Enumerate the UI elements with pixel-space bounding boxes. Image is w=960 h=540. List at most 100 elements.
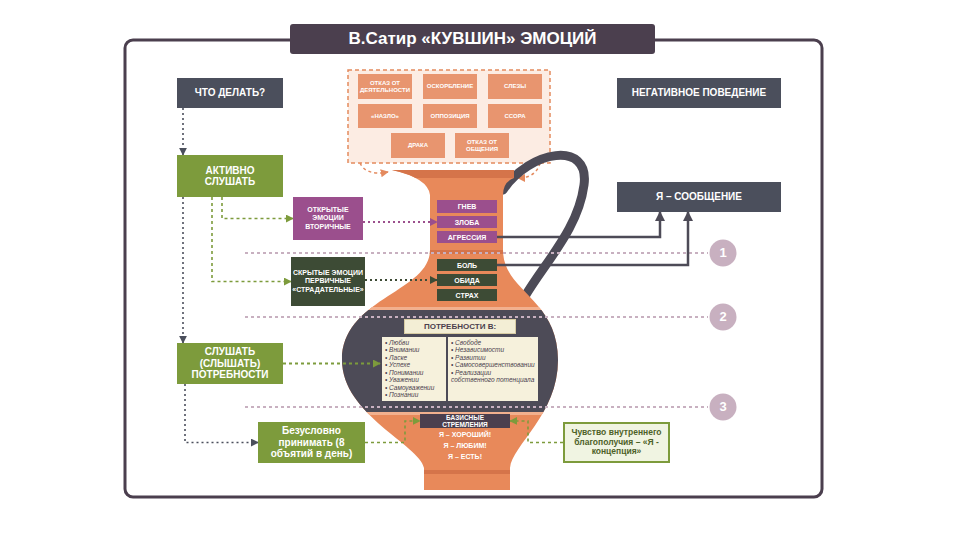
node-text: • Реализации собственного потенциала <box>451 369 535 384</box>
connector-arrow <box>222 197 293 219</box>
node-text: • Независимости <box>451 346 504 353</box>
needs-list: • Любви• Внимании• Ласке• Успехе• Понима… <box>382 337 446 401</box>
behaviour-box: ОТКАЗ ОТ ДЕЯТЕЛЬНОСТИ <box>358 74 412 99</box>
connector-arrow <box>283 363 380 365</box>
callout-number: 1 <box>709 239 737 267</box>
callout-circle <box>710 394 737 421</box>
emotion-tag: ГНЕВ <box>437 200 497 213</box>
jug-label: Я – ЕСТЬ! <box>420 453 510 461</box>
callout-circle <box>710 240 737 267</box>
action-box: Безусловно принимать (8 объятий в день) <box>258 422 365 463</box>
emotion-tag: БОЛЬ <box>437 259 497 271</box>
node-text: ЧТО ДЕЛАТЬ? <box>195 87 265 99</box>
node-text: АКТИВНО СЛУШАТЬ <box>180 165 280 188</box>
result-box: Чувство внутреннего благополучия – «Я - … <box>563 422 670 463</box>
connector-arrow <box>182 108 184 155</box>
node-text: • Самоуважении <box>385 384 434 391</box>
callout-number: 2 <box>709 303 737 331</box>
node-text: ОБИДА <box>454 277 480 284</box>
node-text: • Познании <box>385 391 418 398</box>
node-text: 2 <box>719 310 726 325</box>
connector-arrow <box>363 221 437 223</box>
node-text: СЛЕЗЫ <box>504 83 526 90</box>
connector-arrow <box>497 212 660 237</box>
jug-stripe <box>340 307 560 310</box>
behaviour-box: ОСКОРБЛЕНИЕ <box>423 74 477 99</box>
action-box: СЛУШАТЬ (СЛЫШАТЬ) ПОТРЕБНОСТИ <box>177 343 283 384</box>
node-text: Чувство внутреннего благополучия – «Я - … <box>568 428 665 457</box>
behaviour-box: ОППОЗИЦИЯ <box>423 104 477 128</box>
node-text: БОЛЬ <box>457 262 477 269</box>
jug-label: Я – ХОРОШИЙ! <box>420 431 510 439</box>
node-text: «НАЗЛО» <box>371 113 399 120</box>
node-text: ОТКАЗ ОТ ДЕЯТЕЛЬНОСТИ <box>360 80 410 93</box>
node-text: • Внимании <box>385 346 420 353</box>
connector-arrow <box>497 212 688 265</box>
emotion-tag: ЗЛОБА <box>437 216 497 228</box>
node-text: Я – СООБЩЕНИЕ <box>656 191 742 203</box>
node-text: • Любви <box>385 339 409 346</box>
behaviour-box: ДРАКА <box>391 133 445 158</box>
connector-arrow <box>182 197 184 343</box>
jug-handle <box>503 155 584 298</box>
jug-stripe <box>340 470 560 474</box>
node-text: • Самосовершенствовании <box>451 361 535 368</box>
node-text: 1 <box>719 246 726 261</box>
node-text: НЕГАТИВНОЕ ПОВЕДЕНИЕ <box>632 87 766 99</box>
heading-box: НЕГАТИВНОЕ ПОВЕДЕНИЕ <box>617 78 781 108</box>
connector-arrow <box>365 279 437 281</box>
node-text: АГРЕССИЯ <box>448 234 487 241</box>
heading-box: Я – СООБЩЕНИЕ <box>617 182 781 212</box>
behaviour-box: ССОРА <box>488 104 542 128</box>
node-text: СЛУШАТЬ (СЛЫШАТЬ) ПОТРЕБНОСТИ <box>180 346 280 381</box>
connector-arrow <box>510 421 563 443</box>
needs-list: • Свободе• Независимости• Развитии• Само… <box>448 337 538 401</box>
node-text: • Свободе <box>451 339 481 346</box>
title-text: В.Сатир «КУВШИН» ЭМОЦИЙ <box>290 24 655 54</box>
node-text: ГНЕВ <box>458 203 477 210</box>
level-line <box>245 406 708 408</box>
node-text: ЗЛОБА <box>455 219 479 226</box>
title-banner <box>290 24 655 54</box>
node-text: СКРЫТЫЕ ЭМОЦИИ ПЕРВИЧНЫЕ «СТРАДАТЕЛЬНЫЕ» <box>292 269 363 293</box>
emotion-box: СКРЫТЫЕ ЭМОЦИИ ПЕРВИЧНЫЕ «СТРАДАТЕЛЬНЫЕ» <box>291 257 365 306</box>
behaviour-box: СЛЕЗЫ <box>488 74 542 99</box>
node-text: 3 <box>719 400 726 415</box>
node-text: ОТКАЗ ОТ ОБЩЕНИЯ <box>457 139 507 152</box>
level-line <box>245 252 708 254</box>
node-text: • Ласке <box>385 354 407 361</box>
node-text: Безусловно принимать (8 объятий в день) <box>261 425 362 460</box>
node-text: ОСКОРБЛЕНИЕ <box>427 83 473 90</box>
node-text: БАЗИСНЫЕ СТРЕМЛЕНИЯ <box>423 414 507 429</box>
node-text: СТРАХ <box>456 292 479 299</box>
level-line <box>245 316 708 318</box>
node-text: • Развитии <box>451 354 486 361</box>
basis-box: БАЗИСНЫЕ СТРЕМЛЕНИЯ <box>420 414 510 429</box>
behaviour-box: «НАЗЛО» <box>358 104 412 128</box>
emotion-box: ОТКРЫТЫЕ ЭМОЦИИ ВТОРИЧНЫЕ <box>293 197 363 240</box>
node-text: • Понимании <box>385 369 423 376</box>
jug-label: Я – ЛЮБИМ! <box>420 442 510 450</box>
node-text: • Успехе <box>385 361 410 368</box>
behaviour-region <box>348 70 550 163</box>
node-text: ДРАКА <box>408 142 428 149</box>
emotion-tag: АГРЕССИЯ <box>437 231 497 243</box>
jug-band <box>340 310 560 412</box>
node-text: ОППОЗИЦИЯ <box>430 113 469 120</box>
needs-panel: ПОТРЕБНОСТИ В:• Любви• Внимании• Ласке• … <box>380 319 540 403</box>
page-frame <box>125 40 822 497</box>
node-text: • Уважении <box>385 376 419 383</box>
connector-arrow <box>365 421 420 443</box>
callout-circle <box>710 304 737 331</box>
callout-number: 3 <box>709 393 737 421</box>
node-text: ССОРА <box>505 113 526 120</box>
node-text: ОТКРЫТЫЕ ЭМОЦИИ ВТОРИЧНЫЕ <box>296 206 360 230</box>
connector-arrow <box>185 384 258 443</box>
emotion-tag: ОБИДА <box>437 274 497 286</box>
jug-lip <box>340 168 560 178</box>
region-arrow <box>360 163 388 173</box>
action-box: АКТИВНО СЛУШАТЬ <box>177 155 283 197</box>
question-box: ЧТО ДЕЛАТЬ? <box>177 78 283 108</box>
behaviour-box: ОТКАЗ ОТ ОБЩЕНИЯ <box>455 133 509 158</box>
node-text: ПОТРЕБНОСТИ В: <box>404 319 516 334</box>
